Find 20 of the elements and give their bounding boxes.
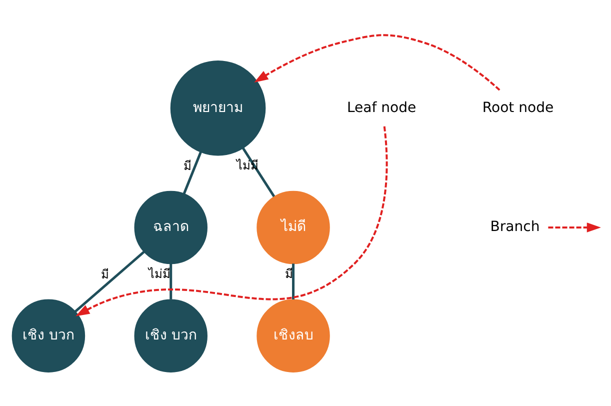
arrow <box>254 34 500 90</box>
connector <box>170 263 172 299</box>
node-text: Leaf node <box>346 99 416 116</box>
arrow <box>76 126 388 316</box>
edge-label: มี <box>101 266 110 281</box>
edge-label: มี <box>184 158 192 172</box>
node-text: Branch <box>490 218 540 235</box>
node-circle: เชิง บวก <box>134 298 208 372</box>
connector <box>182 151 202 194</box>
node-circle: ฉลาด <box>134 190 208 264</box>
edge-label: ไม่มี <box>148 266 170 281</box>
connector <box>292 263 295 299</box>
node-circle: ไม่ดี <box>256 190 330 264</box>
node-text: Root node <box>482 99 554 116</box>
node-circle: เชิง บวก <box>12 298 86 372</box>
edge-label: มี <box>284 266 293 281</box>
node-circle: เชิงลบ <box>256 298 330 372</box>
arrow <box>548 222 601 232</box>
connector <box>74 250 145 312</box>
node-circle: พยายาม <box>170 60 266 156</box>
